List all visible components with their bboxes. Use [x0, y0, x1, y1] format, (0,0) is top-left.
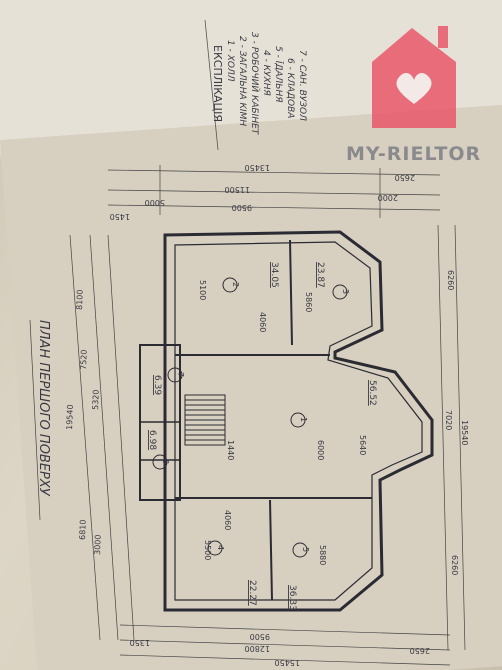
room-number-circle: [167, 367, 183, 383]
left-dimensions: [69, 234, 135, 641]
legend-item: 1 - ХОЛЛ: [225, 40, 235, 82]
dim-inner-d: 5860: [304, 292, 313, 312]
legend-item: 2 - ЗАГАЛЬНА КІМН: [237, 36, 247, 126]
room-number-circle: [207, 540, 223, 556]
room-markers: 1 56.52 2 34.05 3 23.87 4 22.27 5 36.33 6 6.98 7 6.39: [147, 262, 377, 611]
room-area: 6.39: [152, 375, 162, 395]
dim-top-b: 2650: [395, 173, 415, 182]
dim-inner-c: 4060: [258, 312, 267, 332]
room-number: 7: [176, 372, 185, 377]
room-area: 22.27: [247, 580, 257, 606]
plan-title: ПЛАН ПЕРШОГО ПОВЕРХУ: [36, 320, 51, 497]
legend-item: 7 - САН. ВУЗОЛ: [297, 50, 307, 121]
dim-bottom-overall: 15450: [275, 658, 300, 667]
dim-right-a: 6260: [446, 270, 455, 290]
room-number-circle: [290, 412, 306, 428]
dim-right-overall: 19540: [460, 420, 469, 445]
dim-top-e: 5000: [145, 198, 165, 207]
room-number-circle: [152, 454, 168, 470]
dim-bottom-c: 2650: [410, 646, 430, 655]
dim-left-e: 3000: [93, 534, 103, 555]
room-number: 4: [216, 545, 225, 550]
legend-item: 4 - КУХНЯ: [261, 50, 271, 96]
room-area: 56.52: [367, 380, 377, 406]
legend-title: ЕКСПЛІКАЦІЯ: [211, 45, 224, 122]
room-area: 6.98: [147, 430, 157, 450]
dim-left-b: 7520: [79, 349, 89, 370]
bottom-dimensions: [119, 624, 451, 666]
heart-icon: [396, 73, 432, 104]
room-number: 6: [161, 459, 170, 464]
dim-inner-a: 6000: [316, 440, 325, 460]
top-dimensions: [107, 165, 441, 218]
dim-left-overall: 19540: [65, 404, 75, 430]
room-number: 3: [341, 289, 350, 294]
room-area: 36.33: [287, 585, 297, 611]
room-area: 23.87: [315, 262, 325, 288]
house-icon: [372, 28, 456, 128]
watermark-logo: MY-RIELTOR: [346, 26, 481, 165]
dim-top-c: 9500: [232, 203, 252, 212]
dim-inner-i: 5100: [198, 280, 207, 300]
legend-item: 3 - РОБОЧИЙ КАБІНЕТ: [249, 32, 261, 136]
room-number: 1: [299, 417, 308, 422]
dim-inner-e: 5880: [318, 545, 327, 565]
dim-left-d: 6810: [78, 519, 88, 540]
dim-top-f: 1450: [110, 212, 130, 221]
room-number-circle: [292, 542, 308, 558]
dim-inner-g: 5500: [203, 540, 212, 560]
watermark-text: MY-RIELTOR: [346, 143, 481, 165]
dim-inner-f: 4060: [223, 510, 232, 530]
dim-right-c: 6260: [450, 555, 459, 575]
dim-top-d: 2000: [378, 193, 398, 202]
legend-item: 6 - КЛАДОВА: [285, 58, 295, 118]
staircase: [184, 394, 226, 446]
building-walls: [139, 230, 434, 612]
dim-inner-b: 5640: [358, 435, 367, 455]
dim-left-a: 8100: [75, 289, 85, 310]
dim-bottom-b: 9500: [250, 632, 270, 641]
room-number-circle: [222, 277, 238, 293]
room-number: 5: [301, 547, 310, 552]
dim-top-a: 11500: [225, 185, 250, 194]
right-dimensions: [437, 224, 466, 651]
room-area: 34.05: [269, 262, 279, 288]
dim-right-b: 7020: [444, 410, 453, 430]
dim-inner-h: 1440: [226, 440, 235, 460]
legend-item: 5 - ЇДАЛЬНЯ: [273, 46, 284, 103]
dim-left-c: 5320: [91, 389, 101, 410]
dim-bottom-d: 1350: [130, 638, 150, 647]
room-number: 2: [231, 282, 240, 287]
dim-top-overall: 13450: [245, 163, 270, 172]
dim-bottom-a: 12800: [245, 644, 270, 653]
room-number-circle: [332, 284, 348, 300]
